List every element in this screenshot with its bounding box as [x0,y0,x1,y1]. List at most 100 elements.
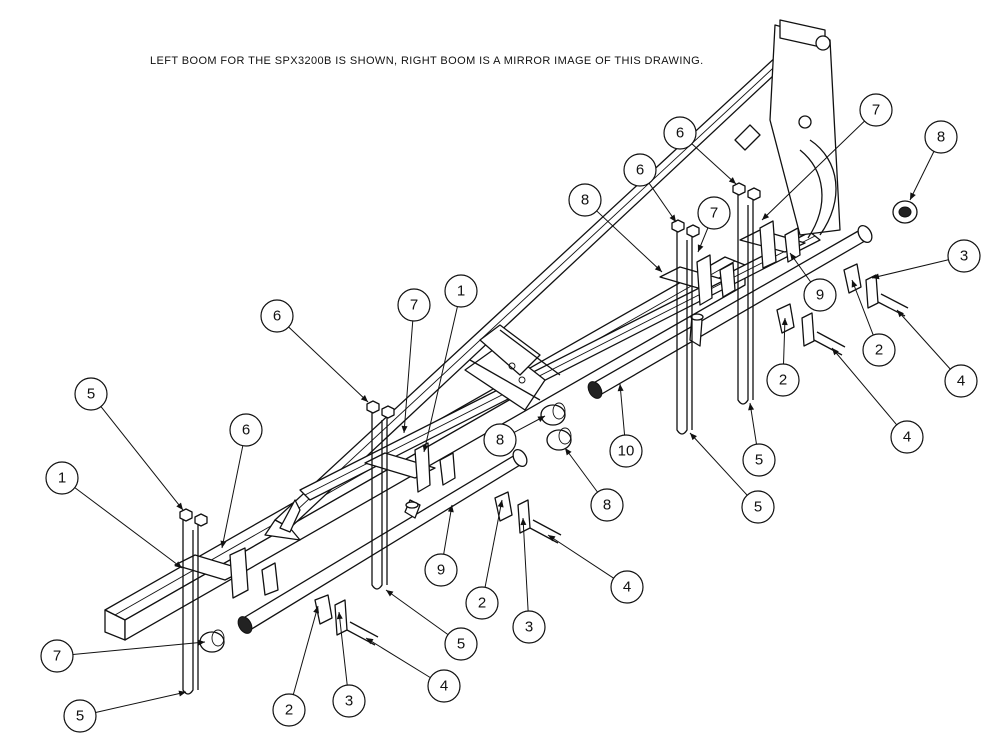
callout-leader-line [385,589,449,636]
callout-circle [424,553,458,587]
boom-pivot-bracket [734,19,841,239]
callout-label: 2 [779,372,787,389]
callout-bubble-part-6: 6 [663,116,697,150]
callout-leader-line [909,151,935,201]
bolts [346,293,909,646]
callout-bubble-part-1: 1 [45,461,79,495]
callout-bubble-part-4: 4 [610,570,644,604]
callout-bubble-part-4: 4 [944,364,978,398]
callout-arrowhead [654,265,662,272]
callout-circle [859,93,893,127]
nuts [179,182,761,527]
callout-arrowhead [897,310,904,318]
callout-leader-line [443,504,453,555]
callout-arrowhead [401,425,408,433]
callout-circle [697,196,731,230]
callout-leader-line [338,611,348,686]
callout-circle [947,239,981,273]
callout-label: 6 [636,162,644,179]
callout-label: 5 [755,452,763,469]
callout-circle [332,684,366,718]
callout-arrowhead [176,502,183,510]
callout-label: 7 [410,297,418,314]
callout-label: 4 [903,429,911,446]
callout-bubble-part-7: 7 [397,288,431,322]
callout-bubble-part-2: 2 [465,586,499,620]
callout-arrowhead [520,518,527,526]
callout-circle [766,363,800,397]
callout-leader-line [783,317,786,365]
callout-label: 1 [457,283,465,300]
drawing-note: LEFT BOOM FOR THE SPX3200B IS SHOWN, RIG… [150,55,704,67]
callout-arrowhead [690,433,697,441]
callout-label: 9 [437,562,445,579]
callout-bubble-part-9: 9 [424,553,458,587]
callout-leader-line [619,383,626,436]
callout-arrowhead [617,384,624,392]
callout-circle [568,183,602,217]
callout-circle [890,420,924,454]
callout-circle [229,413,263,447]
callout-leader-line [95,691,187,713]
callout-bubble-part-9: 9 [803,278,837,312]
callout-label: 5 [87,386,95,403]
callout-bubble-part-8: 8 [590,488,624,522]
callout-label: 9 [816,287,824,304]
callout-circle [623,153,657,187]
callout-arrowhead [360,395,368,402]
callout-circle [40,639,74,673]
callout-circle [444,274,478,308]
callout-label: 6 [676,125,684,142]
callout-leader-line [871,259,949,279]
callout-circle [862,333,896,367]
callout-bubble-part-6: 6 [260,299,294,333]
callout-bubble-part-5: 5 [63,699,97,733]
callout-bubble-part-8: 8 [568,183,602,217]
callout-arrowhead [220,540,227,548]
callout-arrowhead [790,253,797,261]
callout-bubble-part-4: 4 [427,669,461,703]
callout-label: 4 [440,678,448,695]
callout-bubble-part-6: 6 [229,413,263,447]
callout-bubble-part-4: 4 [890,420,924,454]
callout-leader-line [547,534,614,579]
callout-leader-line [100,406,184,511]
callout-circle [427,669,461,703]
callout-circle [397,288,431,322]
callout-arrowhead [728,177,736,184]
callout-arrowhead [447,505,454,513]
callout-bubble-part-5: 5 [741,490,775,524]
callout-bubble-part-3: 3 [947,239,981,273]
callout-leader-line [761,120,865,221]
callout-circle [272,693,306,727]
callout-arrowhead [366,638,374,645]
u-bolts [182,195,754,695]
callout-arrowhead [422,444,429,452]
callout-leader-line [484,499,503,588]
callout-leader-line [365,637,431,679]
callout-bubble-part-7: 7 [697,196,731,230]
callout-arrowhead [697,244,704,252]
end-cap-right [892,200,918,224]
callout-bubble-part-5: 5 [444,627,478,661]
callout-leader-line [221,445,244,549]
callout-bubble-part-8: 8 [924,120,958,154]
callout-label: 2 [478,595,486,612]
callout-arrowhead [565,448,572,456]
callout-leader-line [403,320,414,434]
callout-leader-line [72,641,206,655]
callout-arrowhead [313,606,320,614]
callout-label: 5 [457,636,465,653]
callout-label: 5 [754,499,762,516]
callout-arrowhead [748,403,755,411]
callout-circle [741,490,775,524]
callout-circle [483,423,517,457]
callout-bubble-part-5: 5 [742,443,776,477]
callout-label: 3 [960,248,968,265]
callout-leader-line [691,143,737,185]
callout-leader-line [74,487,183,569]
end-cap-parts [199,200,918,653]
callout-arrowhead [762,212,770,220]
